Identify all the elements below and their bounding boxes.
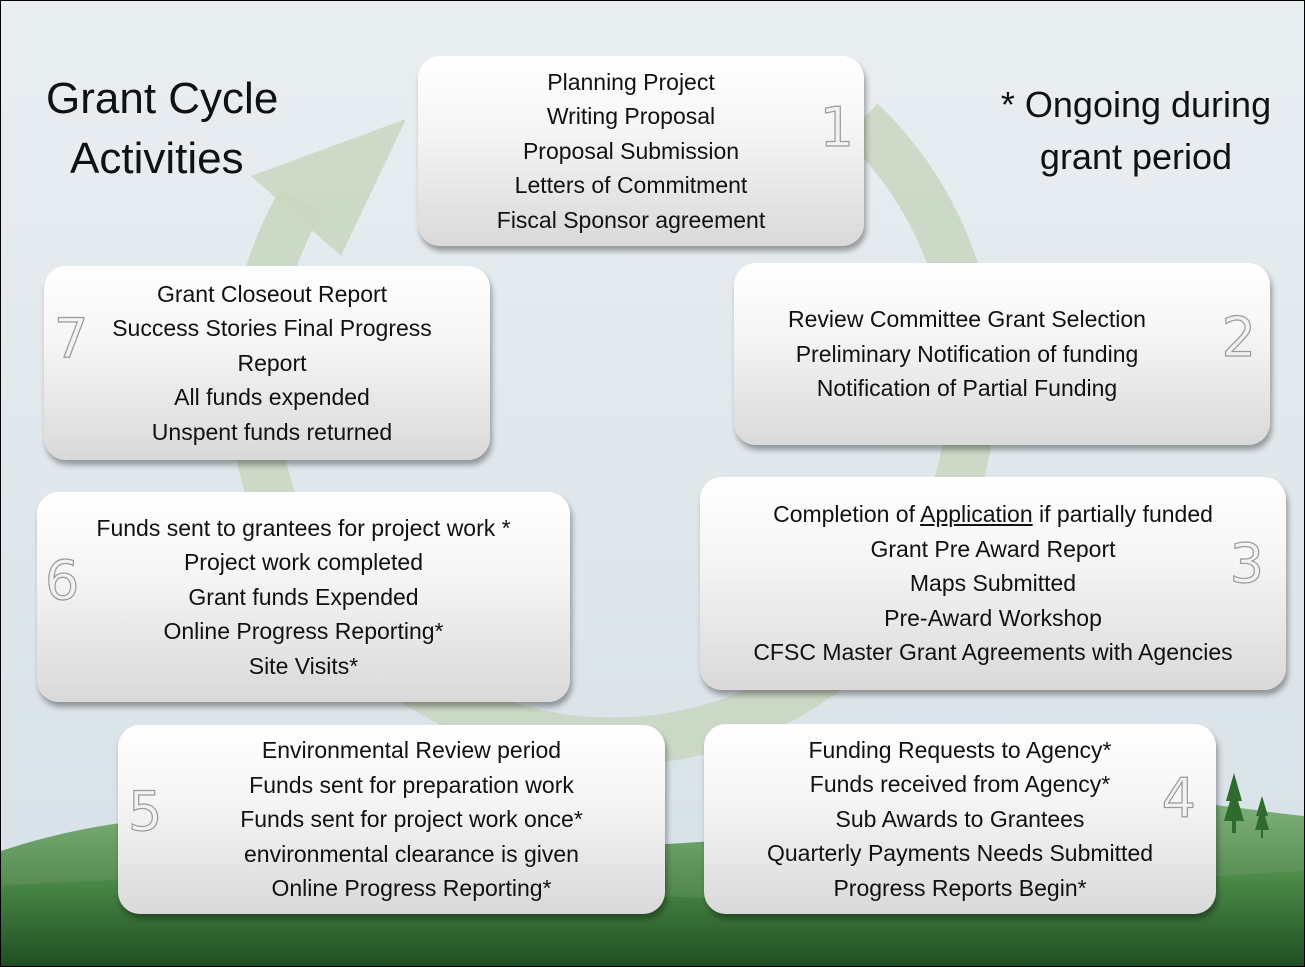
- step-5-box: Environmental Review period Funds sent f…: [118, 725, 665, 914]
- step-line: Review Committee Grant Selection: [788, 306, 1146, 333]
- step-line: Writing Proposal: [546, 103, 716, 130]
- step-line: Maps Submitted: [909, 570, 1077, 597]
- step-line: Letters of Commitment: [514, 172, 748, 199]
- ongoing-note: * Ongoing during grant period: [976, 79, 1296, 183]
- page-title: Grant Cycle Activities: [46, 69, 346, 189]
- step-line: Planning Project: [547, 68, 715, 95]
- step-line: Funding Requests to Agency*: [808, 736, 1112, 763]
- step-number: 1: [819, 96, 855, 159]
- step-line: Pre-Award Workshop: [884, 604, 1102, 631]
- step-number: 4: [1161, 767, 1197, 830]
- step-line: Quarterly Payments Needs Submitted: [766, 840, 1154, 867]
- title-line: Grant Cycle: [46, 74, 279, 123]
- step-line: Online Progress Reporting*: [271, 875, 552, 902]
- step-number: 2: [1221, 306, 1257, 369]
- step-line: environmental clearance is given: [244, 840, 579, 867]
- step-line: CFSC Master Grant Agreements with Agenci…: [753, 639, 1233, 666]
- step-line: Progress Reports Begin*: [833, 874, 1087, 901]
- step-line: Funds received from Agency*: [809, 771, 1111, 798]
- step-number: 3: [1229, 532, 1265, 595]
- step-line: Unspent funds returned: [151, 418, 393, 445]
- title-line: Activities: [70, 134, 244, 183]
- step-line: Success Stories Final Progress: [112, 315, 432, 342]
- step-line: Preliminary Notification of funding: [795, 340, 1139, 367]
- step-3-box: Completion of Application if partially f…: [700, 477, 1286, 690]
- step-number: 6: [44, 549, 80, 612]
- step-line: Funds sent for preparation work: [249, 771, 574, 798]
- step-line: Site Visits*: [248, 652, 359, 679]
- note-line: grant period: [1039, 136, 1233, 177]
- step-line: Online Progress Reporting*: [163, 618, 444, 645]
- step-line: Report: [237, 349, 307, 376]
- step-line: Grant funds Expended: [188, 583, 419, 610]
- step-line: Grant Closeout Report: [156, 280, 388, 307]
- step-line: Funds sent to grantees for project work …: [96, 514, 511, 541]
- step-line: Proposal Submission: [522, 137, 740, 164]
- step-line: Notification of Partial Funding: [816, 375, 1118, 402]
- step-number: 5: [127, 780, 163, 843]
- tree-icon: [1255, 796, 1269, 838]
- note-line: * Ongoing during: [1000, 84, 1272, 125]
- step-line-part: Completion of: [773, 501, 921, 528]
- cycle-arrow-head: [251, 119, 406, 256]
- step-line: Sub Awards to Grantees: [835, 805, 1085, 832]
- application-link-text: Application: [920, 501, 1033, 528]
- step-line: Project work completed: [183, 549, 424, 576]
- step-4-box: Funding Requests to Agency* Funds receiv…: [704, 724, 1216, 914]
- step-line-part: if partially funded: [1032, 501, 1213, 528]
- step-7-box: Grant Closeout Report Success Stories Fi…: [44, 266, 490, 460]
- step-1-box: Planning Project Writing Proposal Propos…: [418, 56, 864, 246]
- step-line: Grant Pre Award Report: [870, 535, 1116, 562]
- step-line: Fiscal Sponsor agreement: [496, 206, 766, 233]
- tree-icon: [1224, 773, 1244, 833]
- step-line: Environmental Review period: [261, 737, 562, 764]
- step-number: 7: [53, 307, 89, 370]
- step-6-box: Funds sent to grantees for project work …: [37, 492, 570, 702]
- step-2-box: Review Committee Grant Selection Prelimi…: [734, 263, 1270, 445]
- step-line: Funds sent for project work once*: [240, 806, 583, 833]
- step-line: All funds expended: [174, 384, 370, 411]
- step-line: Completion of Application if partially f…: [773, 497, 1213, 532]
